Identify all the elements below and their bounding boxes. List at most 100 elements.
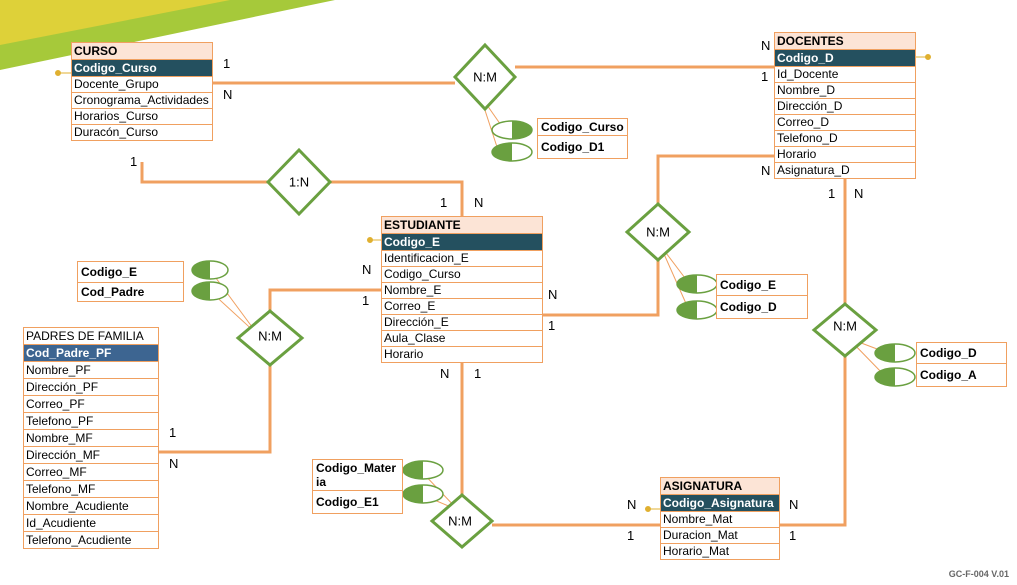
primary-key: Codigo_D	[775, 50, 915, 67]
diamond-docentes-asignatura	[811, 302, 879, 358]
entity-docentes: DOCENTES Codigo_D Id_Docente Nombre_D Di…	[774, 32, 916, 179]
cardinality-label: N	[789, 497, 799, 512]
rel-label-docentes-asignatura: N:M	[833, 318, 857, 334]
key-icons	[55, 54, 931, 512]
cardinality-label: N	[854, 186, 864, 201]
relationship-diamonds	[235, 42, 879, 549]
cardinality-label: N	[223, 87, 233, 102]
foreign-key: Cod_Padre	[81, 285, 145, 299]
key-icon	[367, 237, 373, 243]
cardinality-label: N	[627, 497, 637, 512]
rel-label-curso-estudiante: 1:N	[288, 174, 310, 190]
cardinality-label: 1	[362, 293, 370, 308]
attribute: Telefono_Acudiente	[26, 533, 132, 547]
banner-yellow	[0, 0, 230, 45]
rel-label-estudiante-docentes: N:M	[646, 224, 670, 240]
attribute: Dirección_E	[382, 315, 542, 331]
attribute: Id_Acudiente	[24, 515, 158, 532]
cardinality-label: N	[548, 287, 558, 302]
attribute: Telefono_PF	[24, 413, 158, 430]
attribute: Duracón_Curso	[74, 125, 159, 139]
footer-code: GC-F-004 V.01	[948, 569, 1009, 579]
rel-label-curso-docentes: N:M	[473, 69, 497, 85]
key-icon	[55, 70, 61, 76]
attribute: Nombre_D	[775, 83, 915, 99]
attribute: Correo_MF	[24, 464, 158, 481]
attribute: Codigo_Curso	[382, 267, 542, 283]
attribute: Nombre_MF	[24, 430, 158, 447]
keybox-estudiante-asignatura: Codigo_Materia Codigo_E1	[312, 459, 403, 514]
cardinality-label: 1	[440, 195, 448, 210]
attribute: Dirección_D	[775, 99, 915, 115]
foreign-key: Codigo_Curso	[538, 119, 627, 136]
foreign-key: Codigo_E1	[316, 495, 379, 509]
rel-label-padres-estudiante: N:M	[258, 328, 282, 344]
attribute: Aula_Clase	[382, 331, 542, 347]
cardinality-label: 1	[789, 528, 797, 543]
cardinality-label: N	[440, 366, 450, 381]
cardinality-label: 1	[828, 186, 836, 201]
keybox-docentes-asignatura: Codigo_D Codigo_A	[916, 342, 1007, 387]
primary-key: Cod_Padre_PF	[24, 345, 158, 362]
cardinality-label: N	[362, 262, 372, 277]
attribute: Identificacion_E	[382, 251, 542, 267]
entity-curso: CURSO Codigo_Curso Docente_Grupo Cronogr…	[71, 42, 213, 141]
cardinality-label: N	[474, 195, 484, 210]
diamond-estudiante-asignatura	[429, 493, 495, 549]
connectors	[140, 65, 847, 527]
attribute: Id_Docente	[775, 67, 915, 83]
cardinality-label: N	[761, 163, 771, 178]
attribute: Horario_Mat	[663, 544, 730, 558]
keybox-padres-estudiante: Codigo_E Cod_Padre	[77, 261, 184, 302]
foreign-key: Codigo_D	[917, 343, 1006, 364]
key-icon	[645, 506, 651, 512]
attribute: Duracion_Mat	[661, 528, 779, 544]
cardinality-label: 1	[169, 425, 177, 440]
cardinality-label: N	[169, 456, 179, 471]
entity-estudiante: ESTUDIANTE Codigo_E Identificacion_E Cod…	[381, 216, 543, 363]
foreign-key: Codigo_E	[78, 262, 183, 283]
attribute: Docente_Grupo	[72, 77, 212, 93]
attribute: Horarios_Curso	[72, 109, 212, 125]
diamond-estudiante-docentes	[624, 201, 692, 263]
rel-label-estudiante-asignatura: N:M	[448, 513, 472, 529]
attribute: Nombre_PF	[24, 362, 158, 379]
attribute: Horario	[384, 347, 424, 361]
entity-title: DOCENTES	[775, 33, 915, 50]
entity-title: PADRES DE FAMILIA	[24, 328, 158, 345]
attribute: Horario	[775, 147, 915, 163]
key-icon	[925, 54, 931, 60]
attribute: Correo_E	[382, 299, 542, 315]
attribute: Telefono_D	[775, 131, 915, 147]
foreign-key: Codigo_D1	[541, 140, 605, 154]
cardinality-label: 1	[130, 154, 138, 169]
attribute: Dirección_PF	[24, 379, 158, 396]
attribute: Correo_PF	[24, 396, 158, 413]
diamond-curso-docentes	[452, 42, 518, 112]
attribute: Asignatura_D	[777, 163, 850, 177]
entity-title: ASIGNATURA	[661, 478, 779, 495]
entity-asignatura: ASIGNATURA Codigo_Asignatura Nombre_Mat …	[660, 477, 780, 560]
cardinality-label: N	[761, 38, 771, 53]
keybox-curso-docentes: Codigo_Curso Codigo_D1	[537, 118, 628, 159]
attribute: Dirección_MF	[24, 447, 158, 464]
keybox-estudiante-docentes: Codigo_E Codigo_D	[716, 274, 808, 319]
primary-key: Codigo_Asignatura	[661, 495, 779, 512]
primary-key: Codigo_Curso	[72, 60, 212, 77]
foreign-key: Codigo_E	[717, 275, 807, 296]
key-ovals	[191, 120, 916, 504]
cardinality-label: 1	[474, 366, 482, 381]
attribute: Cronograma_Actividades	[72, 93, 212, 109]
attribute: Telefono_MF	[24, 481, 158, 498]
entity-title: CURSO	[72, 43, 212, 60]
diamond-padres-estudiante	[235, 309, 305, 367]
attribute: Nombre_Acudiente	[24, 498, 158, 515]
cardinality-label: 1	[761, 69, 769, 84]
foreign-key: Codigo_A	[920, 368, 977, 382]
foreign-key: Codigo_Materia	[313, 460, 402, 491]
attribute: Nombre_E	[382, 283, 542, 299]
entity-title: ESTUDIANTE	[382, 217, 542, 234]
cardinality-label: 1	[548, 318, 556, 333]
attribute: Nombre_Mat	[661, 512, 779, 528]
cardinality-label: 1	[223, 56, 231, 71]
